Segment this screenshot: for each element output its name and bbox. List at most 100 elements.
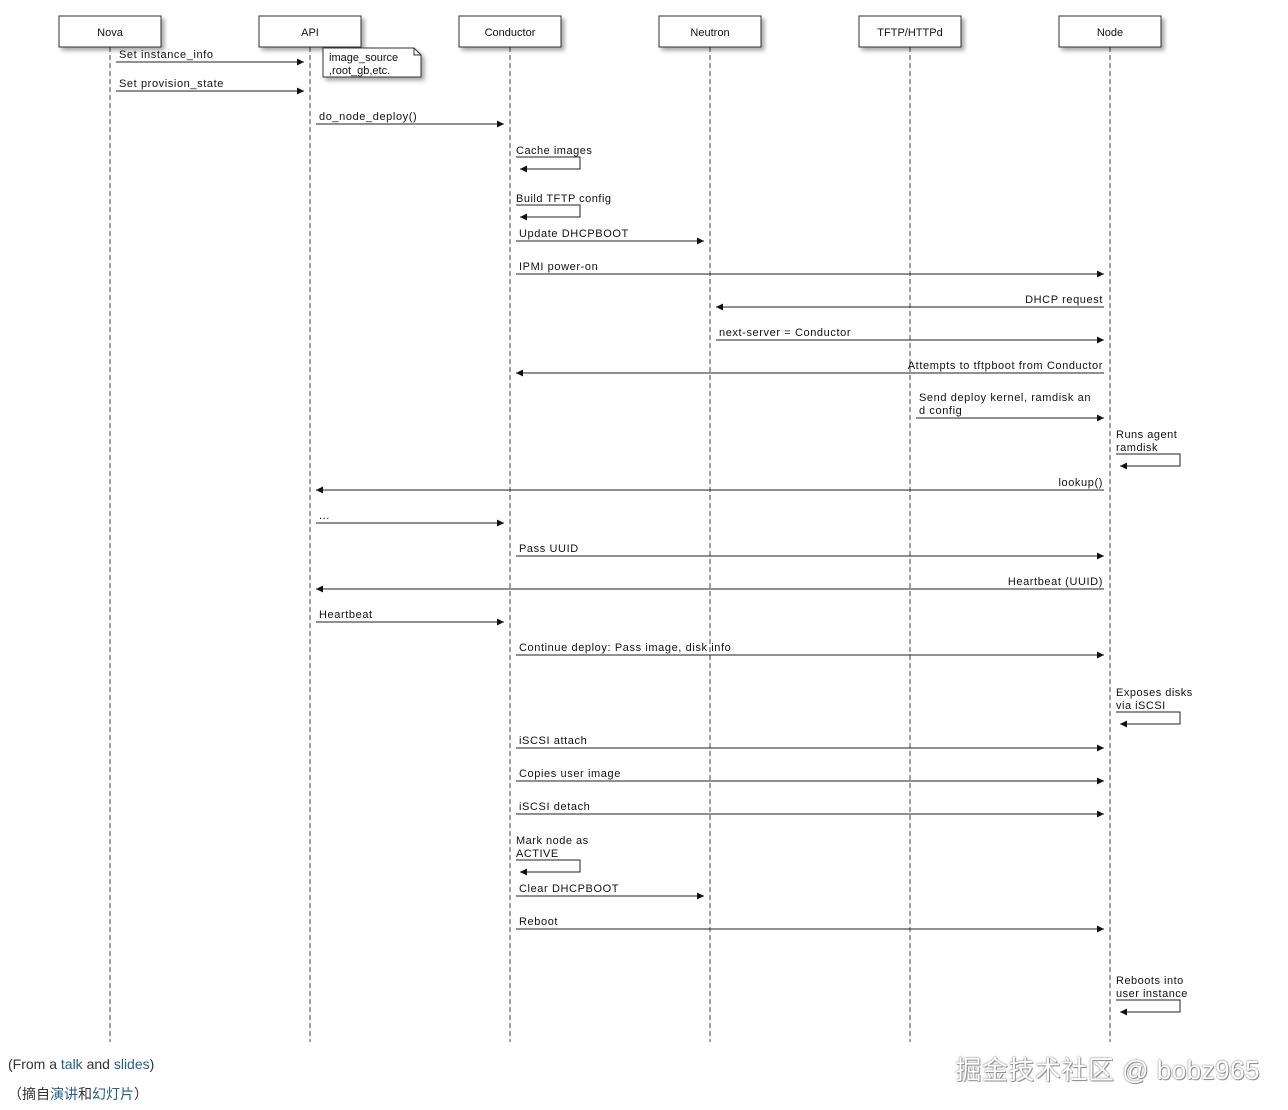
slides-link-zh[interactable]: 幻灯片	[92, 1086, 134, 1102]
sequence-diagram: Nova API Conductor Neutron TFTP/HTTPd Node im…	[58, 15, 1193, 1042]
message-label: Heartbeat (UUID)	[1008, 576, 1103, 588]
slides-link[interactable]: slides	[113, 1056, 150, 1072]
caption-zh-suffix: ）	[134, 1086, 148, 1102]
message-label: ...	[319, 510, 330, 522]
participant-nova: Nova	[58, 15, 162, 48]
note-line: image_source	[329, 52, 398, 64]
message-label: Send deploy kernel, ramdisk an	[919, 392, 1091, 404]
message-iscsi-detach: iSCSI detach	[516, 801, 1104, 818]
message-label: d config	[919, 405, 962, 417]
message-update-dhcpboot: Update DHCPBOOT	[516, 228, 704, 245]
caption-suffix: )	[149, 1056, 155, 1072]
message-label: Set instance_info	[119, 49, 214, 61]
message-copies-user-image: Copies user image	[516, 768, 1104, 785]
participant-node: Node	[1058, 15, 1162, 48]
message-set-instance-info: Set instance_info	[116, 49, 304, 66]
message-dhcp-request: DHCP request	[716, 294, 1104, 311]
message-send-deploy-kernel-ramdisk-an-d-config: Send deploy kernel, ramdisk and config	[916, 392, 1104, 422]
message-label: via iSCSI	[1116, 700, 1166, 712]
message-label: Attempts to tftpboot from Conductor	[908, 360, 1103, 372]
participant-label: Node	[1097, 27, 1123, 39]
participant-box	[658, 15, 762, 48]
message-label: ramdisk	[1116, 442, 1158, 454]
message-label: lookup()	[1058, 477, 1103, 489]
source-caption-en: (From a talk and slides)	[8, 1056, 154, 1072]
message-clear-dhcpboot: Clear DHCPBOOT	[516, 883, 704, 900]
message-attempts-to-tftpboot-from-conductor: Attempts to tftpboot from Conductor	[516, 360, 1104, 377]
message-heartbeat-uuid: Heartbeat (UUID)	[316, 576, 1104, 593]
message-label: Heartbeat	[319, 609, 373, 621]
message-label: Continue deploy: Pass image, disk info	[519, 642, 731, 654]
message-reboot: Reboot	[516, 916, 1104, 933]
caption-zh-prefix: （摘自	[8, 1086, 50, 1102]
message-label: Mark node as	[516, 835, 589, 847]
message-label: ACTIVE	[516, 848, 559, 860]
message-label: user instance	[1116, 988, 1188, 1000]
talk-link-zh[interactable]: 演讲	[50, 1086, 78, 1102]
message-iscsi-attach: iSCSI attach	[516, 735, 1104, 752]
message-continue-deploy-pass-image-disk-info: Continue deploy: Pass image, disk info	[516, 642, 1104, 659]
message-label: Build TFTP config	[516, 193, 612, 205]
self-message-arrow	[516, 859, 581, 876]
message-do-node-deploy: do_node_deploy()	[316, 111, 504, 128]
self-message-arrow	[516, 156, 581, 173]
participant-box	[458, 15, 562, 48]
message-heartbeat: Heartbeat	[316, 609, 504, 626]
participant-tftp-httpd: TFTP/HTTPd	[858, 15, 962, 48]
message-: ...	[316, 510, 504, 527]
source-caption-zh: （摘自演讲和幻灯片）	[8, 1084, 148, 1104]
message-set-provision-state: Set provision_state	[116, 78, 304, 95]
self-message-arrow	[1116, 711, 1181, 728]
caption-middle: and	[82, 1056, 114, 1072]
note-image-source: image_source,root_gb,etc.	[322, 47, 422, 78]
participant-label: TFTP/HTTPd	[877, 27, 942, 39]
message-label: IPMI power-on	[519, 261, 598, 273]
self-message-arrow	[1116, 999, 1181, 1016]
participant-conductor: Conductor	[458, 15, 562, 48]
message-label: Runs agent	[1116, 429, 1177, 441]
note-line: ,root_gb,etc.	[329, 65, 390, 77]
message-label: Exposes disks	[1116, 687, 1193, 699]
message-label: Pass UUID	[519, 543, 579, 555]
message-label: Set provision_state	[119, 78, 224, 90]
message-label: iSCSI attach	[519, 735, 587, 747]
message-label: Reboots into	[1116, 975, 1184, 987]
participant-label: Neutron	[690, 27, 729, 39]
message-lookup: lookup()	[316, 477, 1104, 494]
message-label: Update DHCPBOOT	[519, 228, 629, 240]
note-fold	[413, 48, 421, 56]
message-label: Clear DHCPBOOT	[519, 883, 619, 895]
participant-label: Nova	[97, 27, 124, 39]
watermark: 掘金技术社区 @ bobz965	[955, 1055, 1260, 1085]
participant-label: Conductor	[485, 27, 536, 39]
message-ipmi-power-on: IPMI power-on	[516, 261, 1104, 278]
message-cache-images: Cache images	[516, 145, 592, 173]
message-pass-uuid: Pass UUID	[516, 543, 1104, 560]
message-next-server-conductor: next-server = Conductor	[716, 327, 1104, 344]
message-label: Reboot	[519, 916, 558, 928]
message-label: do_node_deploy()	[319, 111, 417, 123]
participant-neutron: Neutron	[658, 15, 762, 48]
self-message-arrow	[1116, 453, 1181, 470]
caption-zh-middle: 和	[78, 1086, 92, 1102]
participant-box	[858, 15, 962, 48]
message-label: Copies user image	[519, 768, 621, 780]
note-box	[322, 47, 422, 78]
participant-box	[1058, 15, 1162, 48]
self-message-arrow	[516, 204, 581, 221]
message-label: DHCP request	[1025, 294, 1103, 306]
talk-link[interactable]: talk	[60, 1056, 83, 1072]
caption-prefix: (From a	[8, 1056, 61, 1072]
message-label: Cache images	[516, 145, 592, 157]
participant-label: API	[301, 27, 319, 39]
participant-box	[58, 15, 162, 48]
participant-box	[258, 15, 362, 48]
message-build-tftp-config: Build TFTP config	[516, 193, 612, 221]
participant-api: API	[258, 15, 362, 48]
message-label: next-server = Conductor	[719, 327, 851, 339]
message-label: iSCSI detach	[519, 801, 590, 813]
